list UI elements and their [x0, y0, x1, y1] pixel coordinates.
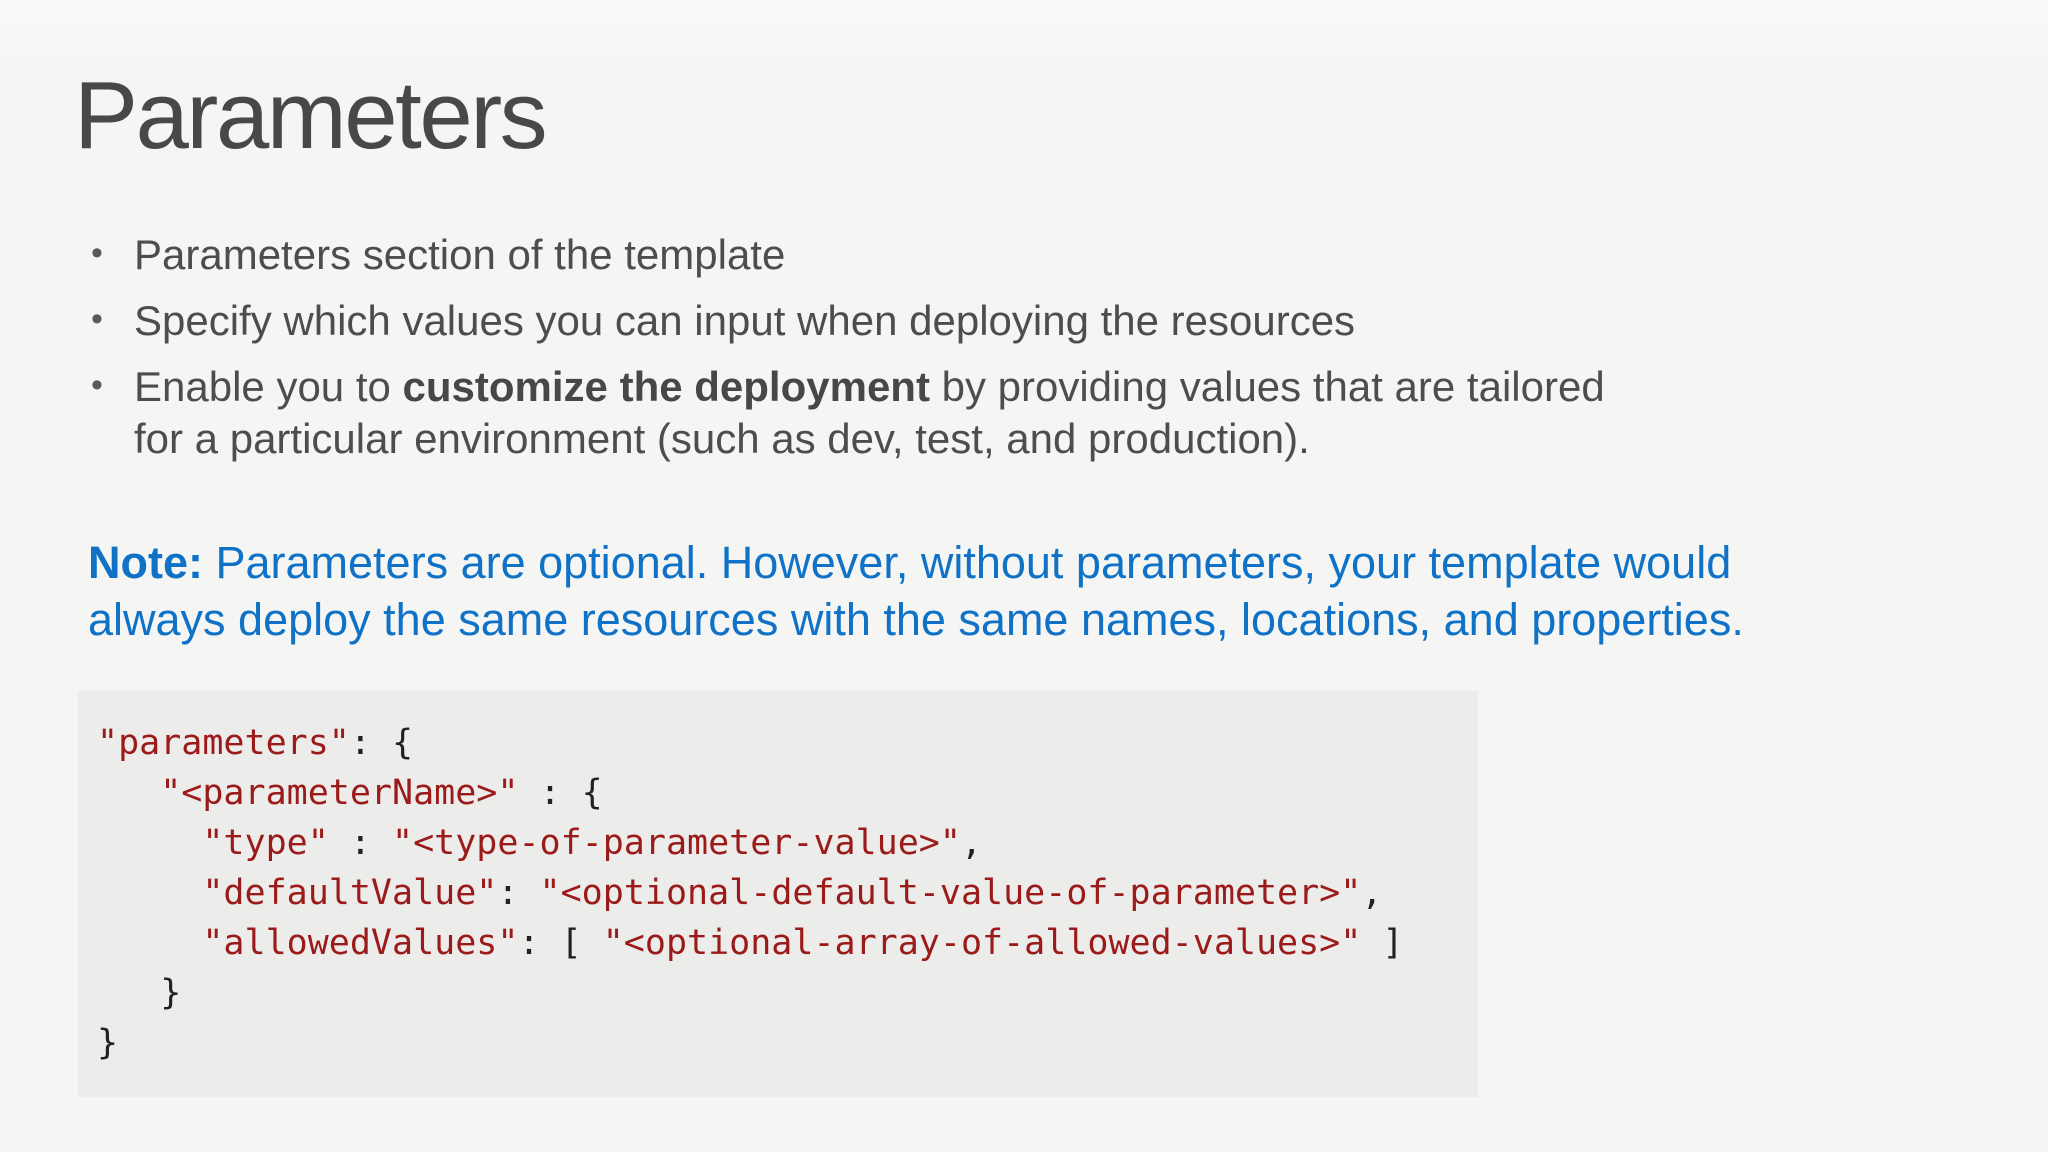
code-line: "defaultValue": "<optional-default-value… [97, 868, 1458, 918]
note-text-line1: Parameters are optional. However, withou… [202, 537, 1732, 588]
code-token-punctuation: : { [518, 773, 603, 813]
bullet-text: by providing values that are tailored [929, 363, 1605, 410]
bullet-item: • Parameters section of the template [88, 229, 1928, 281]
code-line: } [97, 1018, 1458, 1068]
bullet-marker: • [91, 300, 103, 338]
code-token-string: "<type-of-parameter-value>" [392, 823, 961, 863]
bullet-text-line2: for a particular environment (such as de… [134, 415, 1310, 462]
code-token-punctuation: : [497, 873, 540, 913]
bullet-text: Parameters section of the template [134, 231, 786, 278]
code-line: } [97, 968, 1458, 1018]
bullet-text: Enable you to [134, 363, 403, 410]
code-token-punctuation [97, 923, 202, 963]
code-line: "<parameterName>" : { [97, 768, 1458, 818]
note: Note: Parameters are optional. However, … [88, 534, 1948, 648]
note-text-line2: always deploy the same resources with th… [88, 594, 1744, 645]
code-token-string: "<optional-default-value-of-parameter>" [539, 873, 1362, 913]
code-token-punctuation: } [97, 1023, 119, 1063]
code-token-string: "defaultValue" [202, 873, 498, 913]
code-line: "allowedValues": [ "<optional-array-of-a… [97, 918, 1458, 968]
bullet-item: • Specify which values you can input whe… [88, 295, 1928, 347]
code-token-punctuation: , [960, 823, 983, 863]
bullet-marker: • [91, 366, 103, 404]
code-token-string: "allowedValues" [202, 923, 519, 963]
code-token-punctuation [97, 773, 160, 813]
code-line: "parameters": { [97, 718, 1458, 768]
code-token-string: "<parameterName>" [160, 773, 519, 813]
page-title: Parameters [74, 62, 548, 169]
code-token-punctuation: : { [349, 723, 414, 763]
code-token-punctuation [97, 823, 202, 863]
code-block: "parameters": { "<parameterName>" : { "t… [78, 691, 1478, 1097]
bullet-list: • Parameters section of the template • S… [88, 229, 1928, 465]
bullet-item: • Enable you to customize the deployment… [88, 361, 1928, 465]
code-token-punctuation: } [97, 973, 182, 1013]
code-token-punctuation [97, 873, 202, 913]
note-label: Note: [88, 537, 203, 588]
bullet-text: Specify which values you can input when … [134, 297, 1356, 344]
code-token-punctuation: ] [1361, 923, 1404, 963]
code-token-punctuation: : [ [518, 923, 603, 963]
code-token-string: "type" [202, 823, 329, 863]
code-token-string: "parameters" [97, 723, 350, 763]
bullet-marker: • [91, 234, 103, 272]
code-token-string: "<optional-array-of-allowed-values>" [602, 923, 1362, 963]
bullet-text-bold: customize the deployment [402, 363, 930, 410]
code-token-punctuation: , [1361, 873, 1383, 913]
code-token-punctuation: : [328, 823, 393, 863]
code-line: "type" : "<type-of-parameter-value>", [97, 818, 1458, 868]
